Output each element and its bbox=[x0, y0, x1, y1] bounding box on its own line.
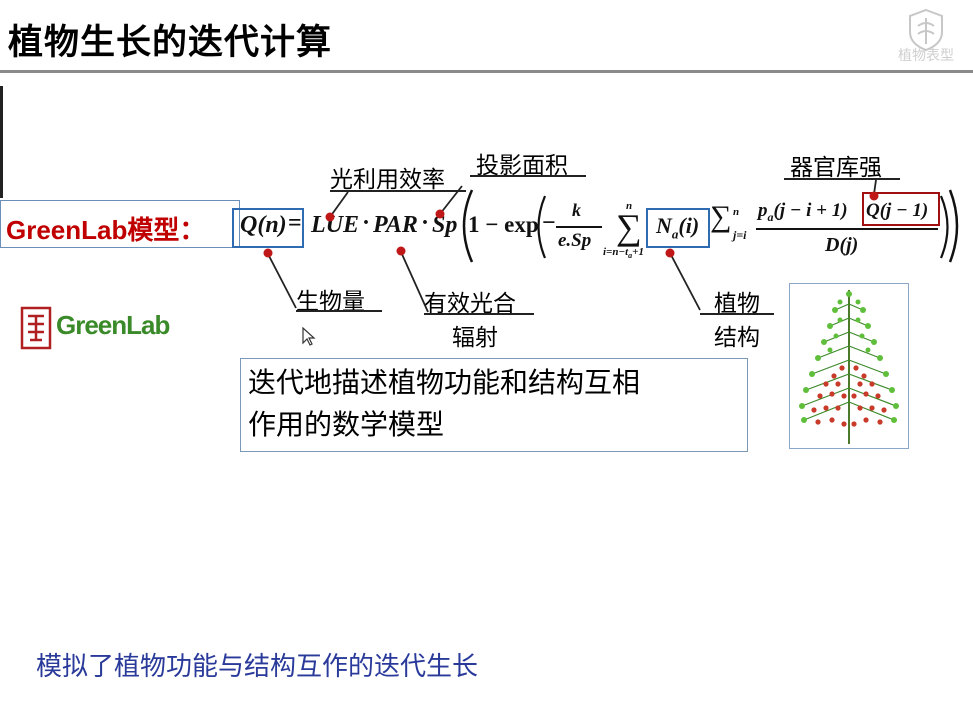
description-line-2: 作用的数学模型 bbox=[248, 408, 445, 441]
formula-close-paren-inner-icon bbox=[939, 195, 949, 259]
sum1-lower-limit-tail: +1 bbox=[632, 246, 644, 258]
annotation-sink-strength-underline bbox=[784, 178, 900, 180]
annotation-projected-area: 投影面积 bbox=[476, 153, 568, 179]
watermark-emblem-icon: 植物表型 bbox=[898, 8, 954, 64]
annotation-sink-strength: 器官库强 bbox=[790, 155, 882, 181]
biomass-highlight-box bbox=[232, 208, 304, 248]
sum1-lower-limit-text: i=n−t bbox=[603, 246, 629, 258]
footer-summary-text: 模拟了植物功能与结构互作的迭代生长 bbox=[36, 652, 479, 682]
annotation-structure-line1: 植物 bbox=[714, 291, 760, 317]
formula-equals: = bbox=[288, 210, 302, 236]
description-line-1: 迭代地描述植物功能和结构互相 bbox=[248, 366, 641, 399]
watermark-logo: 植物表型 bbox=[880, 6, 972, 64]
formula-open-paren-outer-icon bbox=[462, 189, 474, 263]
annotation-par-line2: 辐射 bbox=[452, 325, 498, 351]
na-argument: (i) bbox=[678, 213, 700, 238]
formula-right-fraction-bar bbox=[756, 228, 938, 230]
sum1-lower-limit: i=n−ta+1 bbox=[603, 246, 644, 260]
title-divider bbox=[0, 70, 973, 73]
watermark-text: 植物表型 bbox=[898, 48, 954, 64]
slide-title: 植物生长的迭代计算 bbox=[8, 23, 333, 63]
annotation-structure-line2: 结构 bbox=[714, 325, 760, 351]
mouse-cursor-icon bbox=[302, 327, 316, 346]
left-accent-bar bbox=[0, 86, 3, 198]
model-label-frame bbox=[0, 200, 240, 248]
p-subscript: a bbox=[767, 209, 774, 224]
formula-par: PAR bbox=[373, 212, 418, 238]
plant-structure-highlight-box bbox=[646, 208, 710, 248]
formula-lhs: Q(n) bbox=[240, 212, 287, 238]
formula-right-numerator-q: Q(j − 1) bbox=[866, 200, 929, 221]
annotation-light-use-efficiency-underline bbox=[330, 190, 466, 192]
formula-right-denominator: D(j) bbox=[825, 234, 859, 256]
sum2-sigma-icon: ∑ bbox=[710, 200, 732, 233]
sum1-upper-limit: n bbox=[626, 200, 633, 212]
description-text: 迭代地描述植物功能和结构互相 作用的数学模型 bbox=[248, 362, 738, 446]
sink-strength-highlight-box bbox=[862, 192, 940, 226]
p-argument: (j − i + 1) bbox=[773, 200, 848, 221]
description-frame bbox=[240, 358, 748, 452]
formula-lue: LUE bbox=[311, 212, 359, 238]
formula-one-minus-exp: 1 − exp bbox=[468, 212, 539, 237]
plant-structure-image bbox=[789, 283, 909, 449]
formula-open-paren-inner-icon bbox=[537, 195, 547, 259]
greenlab-logo-text: GreenLab bbox=[56, 310, 170, 340]
sum1-sigma-icon: ∑ bbox=[616, 207, 642, 247]
annotation-par-line1: 有效光合 bbox=[424, 291, 516, 317]
greenlab-logo: GreenLab bbox=[18, 304, 170, 354]
formula-dot-2: · bbox=[421, 210, 430, 236]
annotation-structure-underline bbox=[700, 313, 774, 315]
formula-right-numerator-p: pa(j − i + 1) bbox=[758, 200, 848, 225]
formula-close-paren-outer-icon bbox=[948, 189, 959, 263]
formula-fraction-numerator: k bbox=[572, 200, 581, 220]
sum2-upper-limit: n bbox=[733, 206, 740, 218]
annotation-biomass-underline bbox=[296, 310, 382, 312]
p-symbol: p bbox=[758, 200, 768, 221]
formula-fraction-bar bbox=[556, 226, 602, 228]
annotation-projected-area-underline bbox=[470, 175, 586, 177]
sum2-lower-limit: j=i bbox=[733, 228, 747, 242]
formula-minus: − bbox=[542, 210, 556, 236]
annotation-par-underline bbox=[424, 313, 534, 315]
annotation-light-use-efficiency: 光利用效率 bbox=[330, 167, 445, 193]
formula-na-term: Na(i) bbox=[656, 213, 699, 242]
formula-fraction-denominator: e.Sp bbox=[558, 230, 592, 251]
formula-dot-1: · bbox=[362, 210, 371, 236]
sum1-lower-limit-sub: a bbox=[628, 251, 633, 261]
greenlab-seal-icon bbox=[20, 306, 52, 350]
plant-tree-illustration-icon bbox=[799, 290, 899, 444]
na-symbol: N bbox=[656, 213, 672, 238]
na-subscript: a bbox=[671, 226, 679, 242]
model-label: GreenLab模型： bbox=[6, 215, 206, 245]
